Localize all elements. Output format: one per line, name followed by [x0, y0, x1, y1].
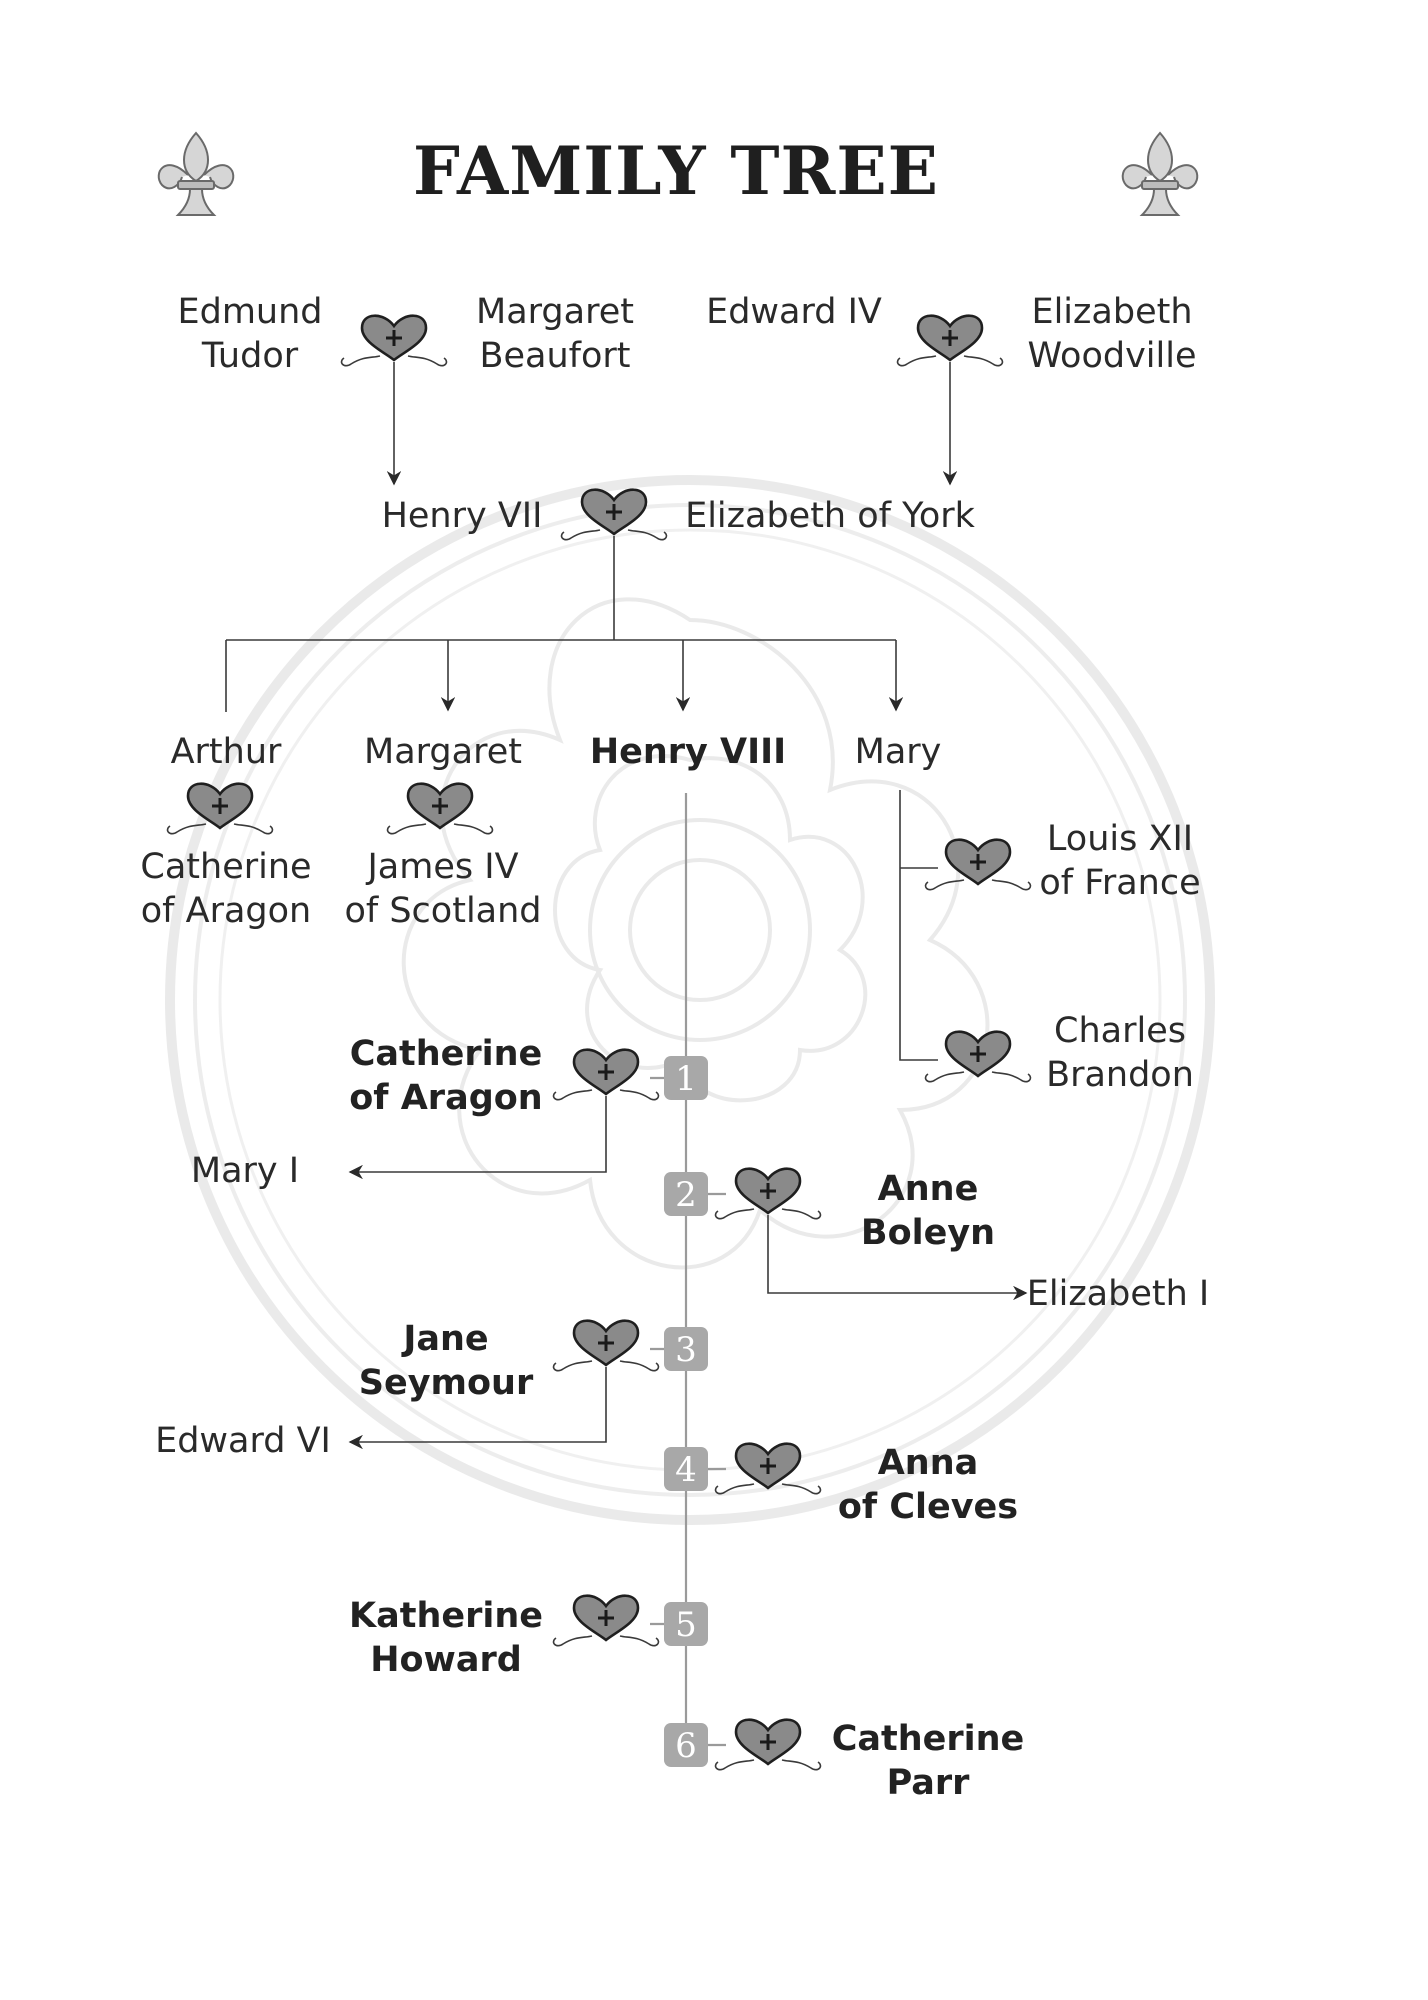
fleur-de-lis-icon — [1121, 132, 1199, 216]
heart-plus-icon — [552, 1594, 660, 1648]
heart-plus-icon — [386, 782, 494, 836]
person-james-iv-l2: of Scotland — [344, 891, 541, 931]
fleur-de-lis-icon — [157, 132, 235, 216]
svg-text:4: 4 — [675, 1450, 697, 1490]
wife-6-name-l2: Parr — [887, 1763, 971, 1803]
wife-number-badge: 5 — [664, 1602, 708, 1646]
wife-number-badge: 6 — [664, 1723, 708, 1767]
wife-2-name-l1: Anne — [878, 1169, 979, 1209]
mary-marriage-line — [899, 790, 938, 1061]
person-catherine-of-aragon-l1: Catherine — [140, 847, 311, 887]
heart-plus-icon — [924, 838, 1032, 892]
person-elizabeth-woodville-l1: Elizabeth — [1031, 292, 1192, 332]
person-margaret-beaufort-l1: Margaret — [476, 292, 634, 332]
svg-text:5: 5 — [675, 1605, 697, 1645]
person-elizabeth-of-york: Elizabeth of York — [685, 496, 976, 536]
heart-plus-icon — [552, 1319, 660, 1373]
wife-3-name-l1: Jane — [401, 1319, 488, 1359]
svg-text:2: 2 — [675, 1175, 697, 1215]
person-edmund-tudor-l2: Tudor — [201, 336, 299, 376]
wife-number-badge: 3 — [664, 1327, 708, 1371]
wife-number-badge: 4 — [664, 1447, 708, 1491]
heart-plus-icon — [714, 1167, 822, 1221]
person-edward-iv: Edward IV — [706, 292, 882, 332]
wife-number-badge: 2 — [664, 1172, 708, 1216]
heart-plus-icon — [924, 1030, 1032, 1084]
person-louis-xii-l2: of France — [1039, 863, 1200, 903]
person-arthur: Arthur — [171, 732, 282, 772]
person-louis-xii-l1: Louis XII — [1047, 819, 1193, 859]
person-mary-i: Mary I — [191, 1151, 299, 1191]
wife-2-name-l2: Boleyn — [861, 1213, 995, 1253]
person-edmund-tudor-l1: Edmund — [177, 292, 322, 332]
wife-4-name-l1: Anna — [878, 1443, 979, 1483]
person-margaret-beaufort-l2: Beaufort — [479, 336, 630, 376]
person-charles-brandon-l1: Charles — [1054, 1011, 1186, 1051]
person-catherine-of-aragon-l2: of Aragon — [141, 891, 311, 931]
svg-text:6: 6 — [675, 1726, 697, 1766]
person-mary: Mary — [855, 732, 942, 772]
heart-plus-icon — [340, 314, 448, 368]
wife-number-badge: 1 — [664, 1056, 708, 1100]
heart-plus-icon — [552, 1048, 660, 1102]
person-elizabeth-i: Elizabeth I — [1027, 1274, 1210, 1314]
heart-plus-icon — [896, 314, 1004, 368]
person-elizabeth-woodville-l2: Woodville — [1027, 336, 1196, 376]
wife-1-name-l1: Catherine — [350, 1034, 543, 1074]
person-charles-brandon-l2: Brandon — [1046, 1055, 1194, 1095]
wife-3-name-l2: Seymour — [359, 1363, 534, 1403]
descent-line — [767, 1215, 1028, 1301]
heart-plus-icon — [714, 1718, 822, 1772]
svg-text:1: 1 — [675, 1059, 697, 1099]
person-henry-vii: Henry VII — [382, 496, 543, 536]
wife-4-name-l2: of Cleves — [838, 1487, 1018, 1527]
person-henry-viii: Henry VIII — [590, 732, 786, 772]
person-james-iv-l1: James IV — [365, 847, 518, 887]
descent-line — [348, 1096, 607, 1180]
person-margaret: Margaret — [364, 732, 522, 772]
wife-5-name-l1: Katherine — [349, 1596, 543, 1636]
wife-5-name-l2: Howard — [370, 1640, 522, 1680]
person-edward-vi: Edward VI — [155, 1421, 331, 1461]
svg-text:3: 3 — [675, 1330, 697, 1370]
page-title: FAMILY TREE — [413, 132, 939, 210]
descent-line — [348, 1367, 607, 1450]
tudor-rose-watermark — [165, 475, 1215, 1525]
wife-1-name-l2: of Aragon — [349, 1078, 542, 1118]
wife-6-name-l1: Catherine — [832, 1719, 1025, 1759]
heart-plus-icon — [166, 782, 274, 836]
